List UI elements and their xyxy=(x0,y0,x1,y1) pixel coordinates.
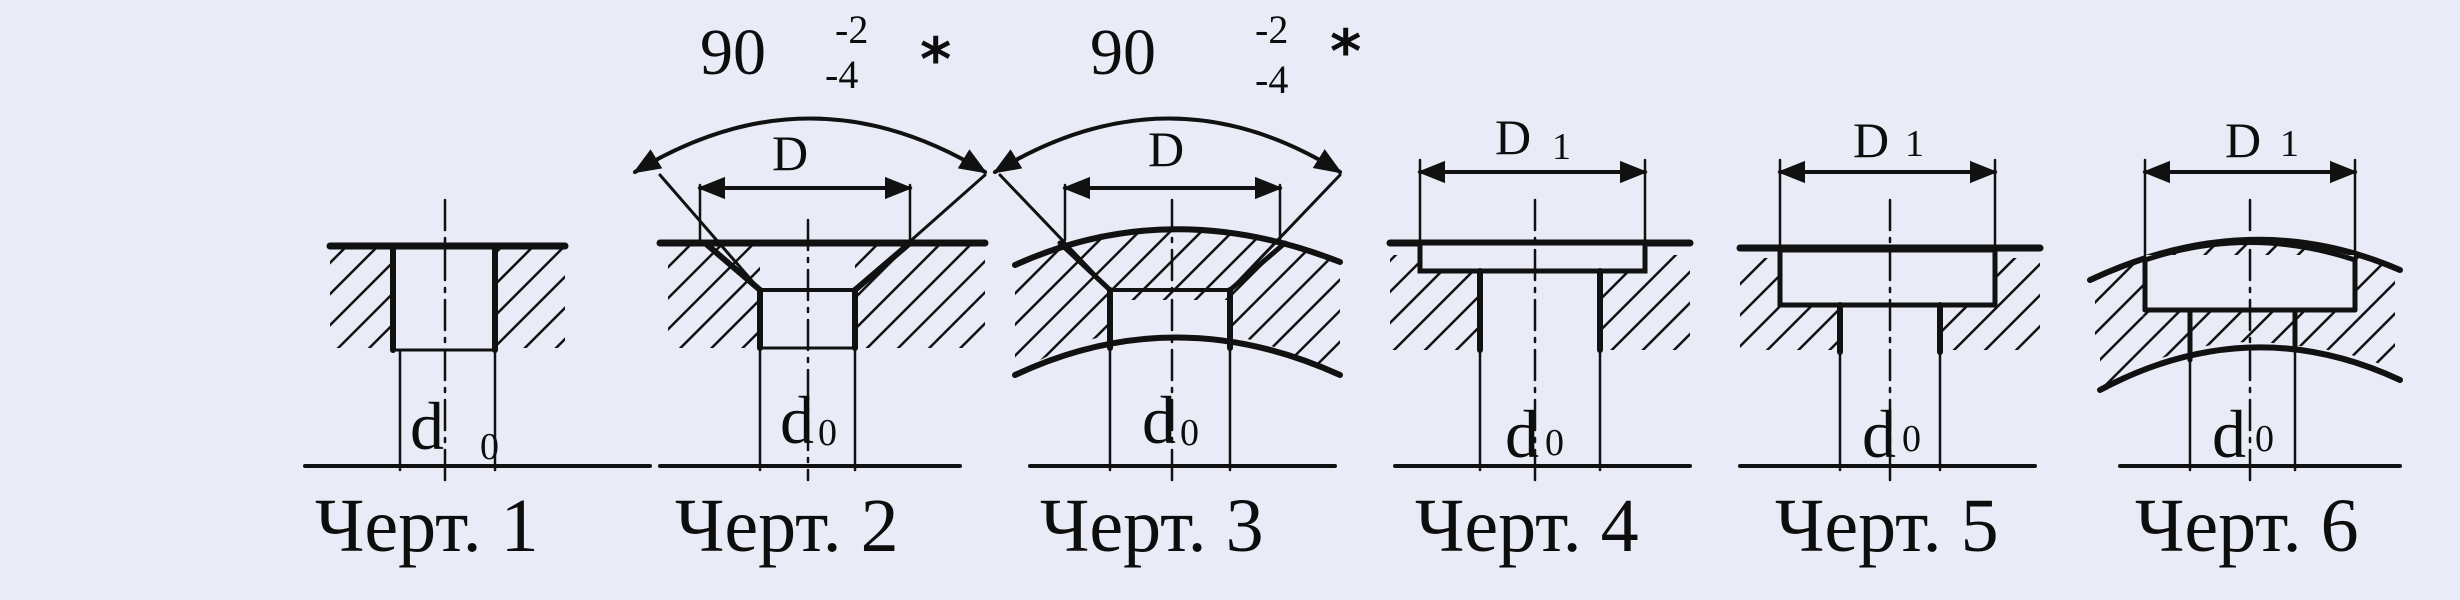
fig2-angle: 90 xyxy=(700,16,766,89)
figure-1-drawing xyxy=(303,198,652,482)
fig4-d-symbol: d xyxy=(1505,396,1539,472)
fig1-caption: Черт. 1 xyxy=(315,484,539,568)
fig1-d-subscript: 0 xyxy=(480,426,499,468)
fig3-tolerance-lower: -4 xyxy=(1255,57,1289,102)
fig2-asterisk: * xyxy=(920,25,952,95)
fig4-caption: Черт. 4 xyxy=(1415,484,1639,568)
fig3-angle: 90 xyxy=(1090,16,1156,89)
fig3-tolerance-upper: -2 xyxy=(1255,7,1289,52)
figure-2-drawing xyxy=(632,116,989,482)
fig6-D-subscript: 1 xyxy=(2280,123,2299,165)
fig5-D-subscript: 1 xyxy=(1905,123,1924,165)
fig6-d-symbol: d xyxy=(2212,396,2246,472)
figure-6-drawing xyxy=(2087,158,2403,482)
fig3-D-label: D xyxy=(1148,121,1185,177)
figure-5-drawing xyxy=(1736,158,2044,482)
fig5-D-label: D xyxy=(1853,112,1890,168)
fig5-caption: Черт. 5 xyxy=(1775,484,1999,568)
fig2-d-subscript: 0 xyxy=(818,412,837,454)
fig3-d-symbol: d xyxy=(1142,382,1176,458)
fig2-tolerance-lower: -4 xyxy=(825,52,859,97)
fig3-caption: Черт. 3 xyxy=(1040,484,1264,568)
fig2-D-label: D xyxy=(772,125,809,181)
fig2-tolerance-upper: -2 xyxy=(835,7,869,52)
fig6-D-label: D xyxy=(2225,112,2262,168)
fig6-caption: Черт. 6 xyxy=(2135,484,2359,568)
figure-4-drawing xyxy=(1386,158,1694,482)
fig4-D-subscript: 1 xyxy=(1552,126,1571,168)
fig5-d-subscript: 0 xyxy=(1902,418,1921,460)
fig4-D-label: D xyxy=(1495,109,1532,165)
fig2-caption: Черт. 2 xyxy=(675,484,899,568)
fig4-d-subscript: 0 xyxy=(1545,422,1564,464)
fig6-d-subscript: 0 xyxy=(2255,418,2274,460)
fig3-d-subscript: 0 xyxy=(1180,412,1199,454)
fig3-asterisk: * xyxy=(1330,17,1362,87)
fig5-d-symbol: d xyxy=(1862,396,1896,472)
fig1-d-symbol: d xyxy=(410,388,444,464)
figure-3-drawing xyxy=(992,116,1343,482)
fig2-d-symbol: d xyxy=(780,382,814,458)
